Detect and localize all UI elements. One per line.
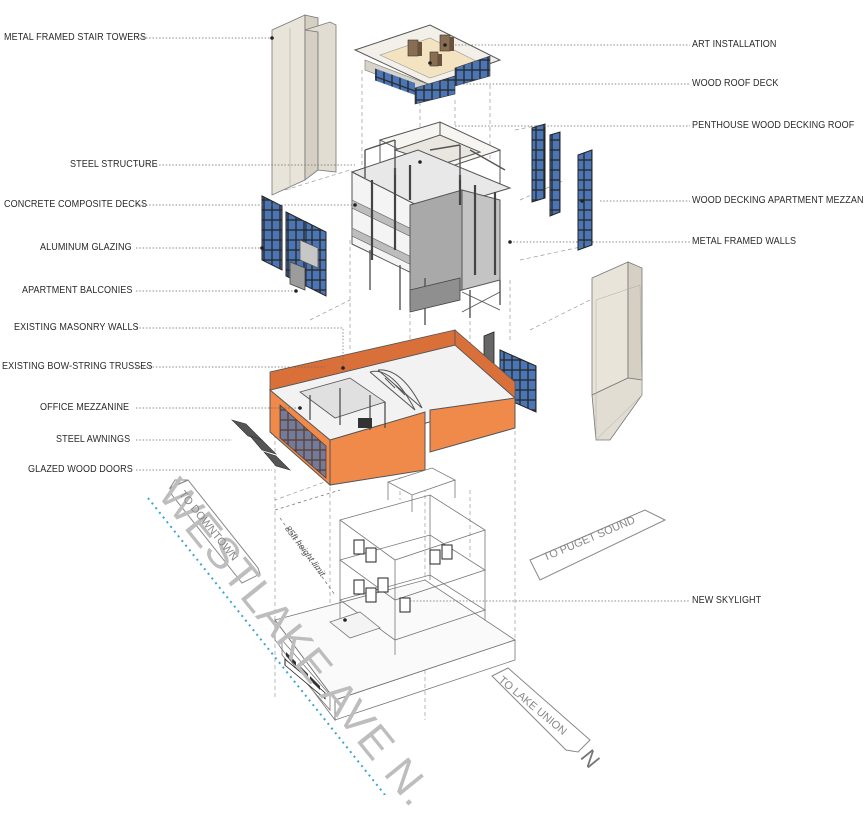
roof-deck [353, 24, 502, 105]
steel-structure [350, 139, 512, 325]
label-concrete-composite-decks: CONCRETE COMPOSITE DECKS [4, 198, 148, 210]
exploded-axonometric-diagram [136, 14, 690, 795]
arrow-to-puget-sound [529, 509, 667, 581]
label-penthouse-wood-decking-roof: PENTHOUSE WOOD DECKING ROOF [692, 119, 855, 131]
label-glazed-wood-doors: GLAZED WOOD DOORS [28, 463, 133, 475]
label-metal-framed-walls: METAL FRAMED WALLS [692, 235, 797, 247]
stair-tower-left [271, 14, 337, 196]
stair-tower-right [591, 261, 643, 441]
label-steel-structure: STEEL STRUCTURE [70, 158, 158, 170]
height-limit-line [274, 489, 341, 596]
leader-dots [260, 36, 584, 622]
existing-masonry-building [269, 329, 517, 487]
ground-glazing [284, 539, 453, 700]
label-existing-bow-string-trusses: EXISTING BOW-STRING TRUSSES [2, 360, 153, 372]
label-apartment-balconies: APARTMENT BALCONIES [22, 284, 133, 296]
label-existing-masonry-walls: EXISTING MASONRY WALLS [14, 321, 139, 333]
arrow-to-lake-union [491, 667, 591, 753]
label-steel-awnings: STEEL AWNINGS [56, 433, 131, 445]
steel-awnings [230, 419, 292, 471]
aluminum-glazing-left [261, 195, 327, 297]
label-aluminum-glazing: ALUMINUM GLAZING [40, 241, 132, 253]
aluminum-glazing-right [531, 123, 593, 251]
leader-lines [136, 37, 690, 602]
ground-doors [286, 652, 320, 690]
label-metal-framed-stair-towers: METAL FRAMED STAIR TOWERS [4, 31, 147, 43]
label-art-installation: ART INSTALLATION [692, 38, 777, 50]
ground-wireframe [274, 467, 516, 722]
art-installation [407, 34, 454, 67]
label-wood-roof-deck: WOOD ROOF DECK [692, 77, 779, 89]
arrow-to-downtown [168, 479, 261, 584]
label-office-mezzanine: OFFICE MEZZANINE [40, 401, 130, 413]
label-new-skylight: NEW SKYLIGHT [692, 594, 762, 606]
